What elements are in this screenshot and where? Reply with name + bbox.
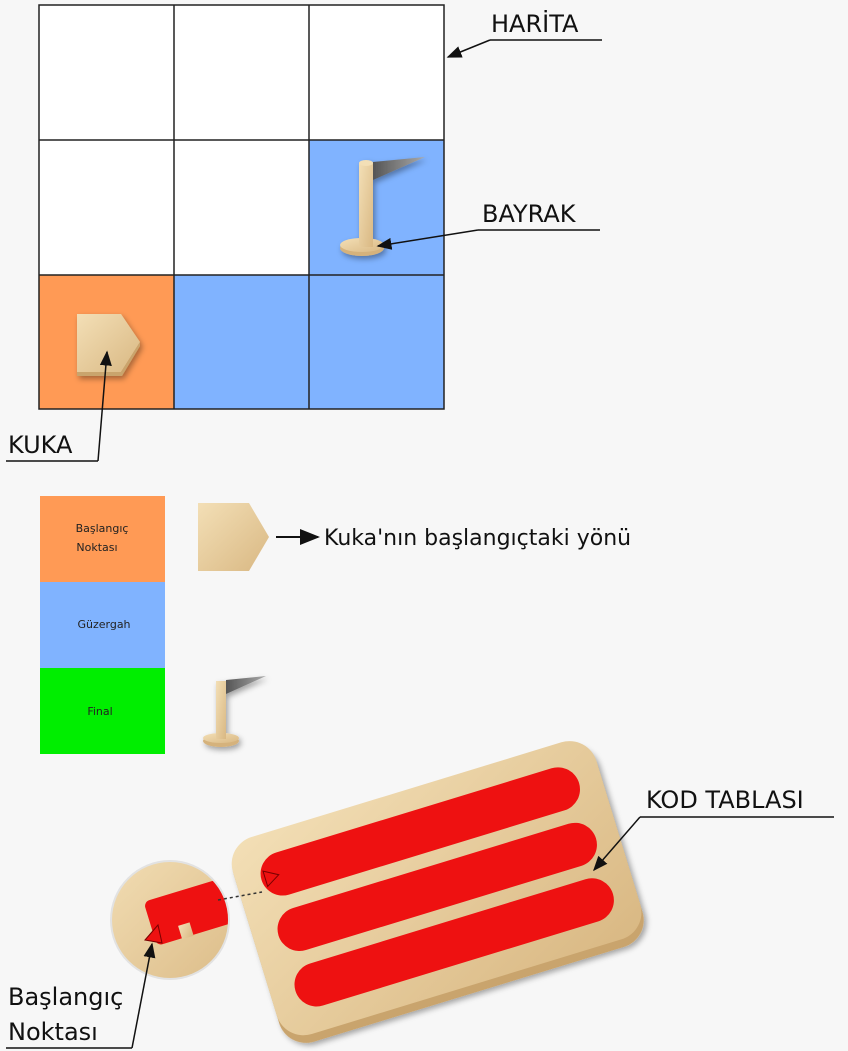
- code-board-label: KOD TABLASI: [646, 786, 804, 814]
- legend-start-line2: Noktası: [76, 541, 117, 554]
- legend-start-swatch: [40, 496, 165, 582]
- grid-cell-2-1: [174, 275, 309, 409]
- grid-cell-1-1: [174, 140, 309, 275]
- grid-cell-0-1: [174, 5, 309, 140]
- legend-route-label: Güzergah: [77, 618, 130, 631]
- code-board-callout: KOD TABLASI: [593, 786, 834, 872]
- map-callout: HARİTA: [446, 9, 602, 58]
- start-point-line2: Noktası: [8, 1018, 98, 1046]
- map-label: HARİTA: [491, 9, 579, 38]
- flag-label: BAYRAK: [482, 200, 577, 228]
- grid-cell-1-0: [39, 140, 174, 275]
- grid-cell-1-2: [309, 140, 444, 275]
- kuka-label: KUKA: [8, 431, 73, 459]
- flag-icon: [340, 157, 425, 256]
- kuka-direction-icon: [198, 503, 269, 571]
- code-slot-2: [277, 822, 597, 952]
- legend: Başlangıç Noktası Güzergah Final Kuka'nı…: [40, 496, 631, 754]
- grid-cell-2-2: [309, 275, 444, 409]
- start-arrow-icon: [144, 923, 163, 944]
- kuka-callout: KUKA: [6, 350, 112, 462]
- start-point-detail: [110, 860, 263, 980]
- legend-final-label: Final: [87, 705, 112, 718]
- code-slot-3: [294, 878, 614, 1007]
- code-board: [231, 741, 644, 1043]
- legend-final-swatch: [40, 668, 165, 754]
- code-slot-1: [260, 767, 580, 896]
- legend-start-line1: Başlangıç: [76, 522, 129, 535]
- flag-callout: BAYRAK: [376, 200, 600, 250]
- grid-cell-0-2: [309, 5, 444, 140]
- kuka-robot-icon: [77, 314, 140, 376]
- start-point-callout: Başlangıç Noktası: [6, 942, 156, 1049]
- direction-text: Kuka'nın başlangıçtaki yönü: [324, 526, 631, 551]
- start-point-line1: Başlangıç: [8, 983, 123, 1011]
- map-grid: [38, 4, 445, 410]
- grid-cell-0-0: [39, 5, 174, 140]
- legend-route-swatch: [40, 582, 165, 668]
- final-flag-icon: [203, 676, 266, 747]
